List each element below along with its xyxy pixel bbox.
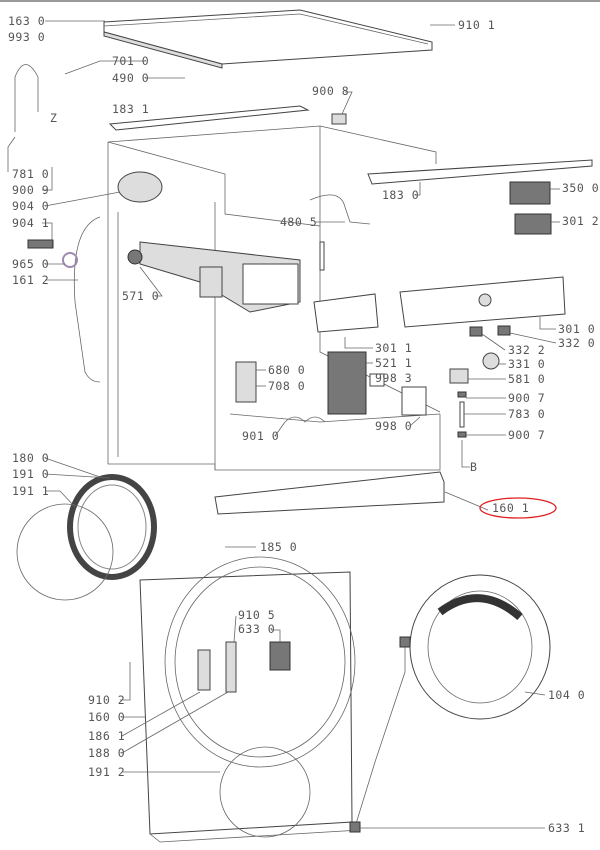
part-label: 633 0 bbox=[238, 622, 275, 636]
part-label: 910 5 bbox=[238, 608, 275, 622]
door-gasket bbox=[67, 474, 157, 580]
part-label: 332 2 bbox=[508, 343, 545, 357]
cabinet bbox=[107, 125, 441, 471]
wire-harness bbox=[354, 642, 406, 828]
part-label: 490 0 bbox=[112, 71, 149, 85]
highlighted-part-label: 160 1 bbox=[492, 501, 529, 515]
bracket bbox=[331, 113, 347, 125]
part-label: 910 1 bbox=[458, 18, 495, 32]
part-label: 904 0 bbox=[12, 199, 49, 213]
door-lock-module bbox=[327, 351, 367, 415]
part-label: 781 0 bbox=[12, 167, 49, 181]
part-label: 191 1 bbox=[12, 484, 49, 498]
part-label: 900 7 bbox=[508, 391, 545, 405]
part-label: 480 5 bbox=[280, 215, 317, 229]
part-label: Z bbox=[50, 111, 57, 125]
part-label: 998 3 bbox=[375, 371, 412, 385]
part-label: 331 0 bbox=[508, 357, 545, 371]
part-label: 163 0 bbox=[8, 14, 45, 28]
part-label: 301 1 bbox=[375, 341, 412, 355]
part-label: 183 0 bbox=[382, 188, 419, 202]
part-label: 993 0 bbox=[8, 30, 45, 44]
part-labels: 163 0 993 0 701 0 490 0 183 1 Z 781 0 90… bbox=[8, 14, 599, 835]
part-label: 910 2 bbox=[88, 693, 125, 707]
part-label: 633 1 bbox=[548, 821, 585, 835]
display-board bbox=[514, 213, 552, 235]
part-label: 783 0 bbox=[508, 407, 545, 421]
part-label: 965 0 bbox=[12, 257, 49, 271]
detergent-inlet bbox=[117, 171, 163, 203]
seal-ring bbox=[62, 252, 78, 268]
part-label: 900 9 bbox=[12, 183, 49, 197]
kickplate bbox=[214, 471, 445, 515]
inlet-hose bbox=[14, 64, 39, 132]
dispenser-assembly bbox=[127, 241, 301, 313]
part-label: 581 0 bbox=[508, 372, 545, 386]
part-label: 701 0 bbox=[112, 54, 149, 68]
bellows bbox=[235, 361, 257, 403]
part-label: 185 0 bbox=[260, 540, 297, 554]
part-label: 900 8 bbox=[312, 84, 349, 98]
part-label: 186 1 bbox=[88, 729, 125, 743]
part-label: 161 2 bbox=[12, 273, 49, 287]
leader-lines bbox=[7, 20, 560, 829]
part-label: 188 0 bbox=[88, 746, 125, 760]
part-label: 571 0 bbox=[122, 289, 159, 303]
porthole-door bbox=[409, 574, 551, 720]
part-label: 180 0 bbox=[12, 451, 49, 465]
clip bbox=[284, 416, 326, 423]
part-label: 301 2 bbox=[562, 214, 599, 228]
highlight-circle bbox=[479, 497, 557, 519]
part-label: 998 0 bbox=[375, 419, 412, 433]
part-label: 904 1 bbox=[12, 216, 49, 230]
top-cover bbox=[103, 9, 433, 69]
part-label: 183 1 bbox=[112, 102, 149, 116]
top-rail bbox=[108, 105, 310, 131]
front-rail bbox=[367, 159, 593, 185]
part-label: 521 1 bbox=[375, 356, 412, 370]
drawer-front bbox=[313, 293, 379, 333]
part-label: B bbox=[470, 460, 477, 474]
part-label: 160 0 bbox=[88, 710, 125, 724]
pump-part bbox=[27, 239, 54, 249]
part-label: 104 0 bbox=[548, 688, 585, 702]
part-label: 680 0 bbox=[268, 363, 305, 377]
door-glass bbox=[16, 503, 114, 601]
drain-hose bbox=[73, 216, 101, 383]
part-label: 191 0 bbox=[12, 467, 49, 481]
wire bbox=[309, 194, 371, 225]
part-label: 301 0 bbox=[558, 322, 595, 336]
front-panel bbox=[139, 556, 361, 843]
part-label: 191 2 bbox=[88, 765, 125, 779]
part-label: 708 0 bbox=[268, 379, 305, 393]
part-label: 350 0 bbox=[562, 181, 599, 195]
part-label: 332 0 bbox=[558, 336, 595, 350]
part-label: 901 0 bbox=[242, 429, 279, 443]
electronic-board bbox=[509, 181, 551, 205]
part-label: 900 7 bbox=[508, 428, 545, 442]
